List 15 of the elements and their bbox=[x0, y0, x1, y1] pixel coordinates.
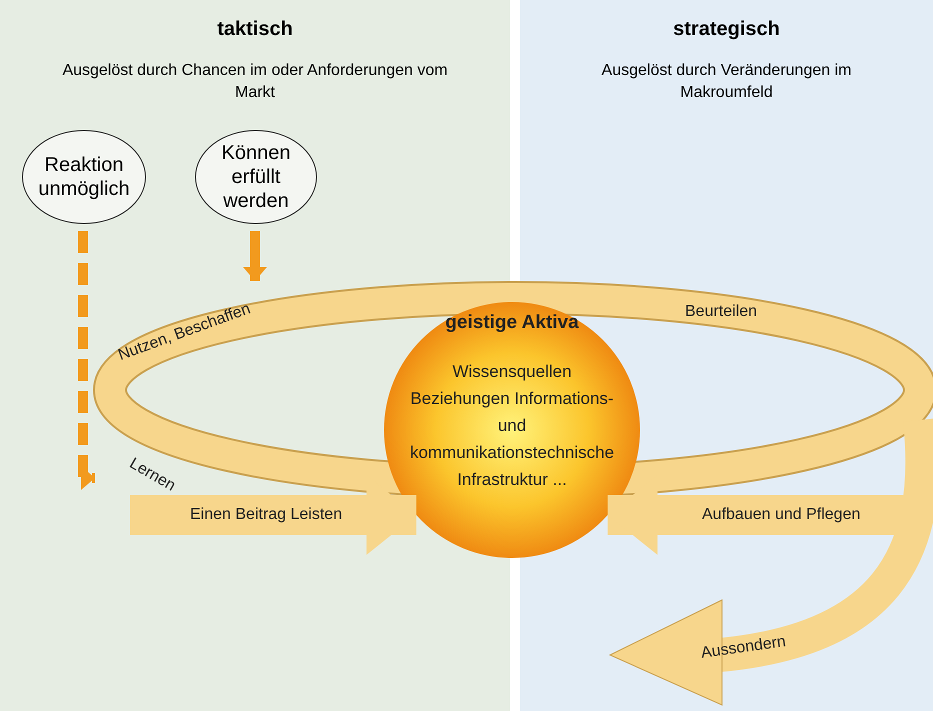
panel-title: taktisch bbox=[216, 18, 294, 41]
circle-heading: geistige Aktiva bbox=[444, 312, 580, 334]
circle-body: Wissensquellen Beziehungen Informations- und kommunikationstechnische Infrastruktur ... bbox=[408, 361, 616, 491]
band-label: Aussondern bbox=[700, 633, 788, 663]
ellipse-node: Können erfüllt werden bbox=[195, 130, 317, 224]
band-label: Beurteilen bbox=[685, 303, 758, 321]
asset-circle bbox=[384, 302, 640, 558]
ellipse-node: Reaktion unmöglich bbox=[22, 130, 146, 224]
arrow bbox=[78, 231, 95, 490]
edge-label: Einen Beitrag Leisten bbox=[190, 506, 342, 524]
panel-subtitle: Ausgelöst durch Chancen im oder Anforderungen vom Markt bbox=[61, 61, 449, 103]
panel-title: strategisch bbox=[672, 18, 781, 41]
edge-label: Aufbauen und Pflegen bbox=[702, 506, 860, 524]
arrow bbox=[243, 231, 267, 281]
panel-subtitle: Ausgelöst durch Veränderungen im Makroumfeld bbox=[600, 61, 852, 103]
